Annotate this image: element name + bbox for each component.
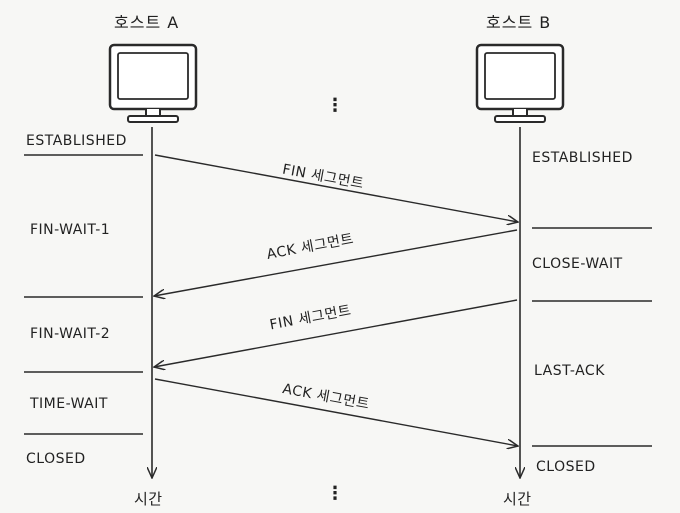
fin-arrow-a-to-b [154,154,518,222]
host-a-time-label: 시간 [134,490,163,508]
ellipsis-bottom: ⋮ [326,483,344,504]
host-a-state-fin-wait-1: FIN-WAIT-1 [30,222,111,238]
host-b-monitor-icon [475,43,565,123]
host-b-time-label: 시간 [503,490,532,508]
host-a-state-fin-wait-2: FIN-WAIT-2 [30,326,111,342]
host-a-state-time-wait: TIME-WAIT [30,396,108,412]
ack-arrow-b-to-a [154,229,518,296]
host-b-title: 호스트 B [486,13,552,32]
ack-arrow-a-to-b [154,378,518,446]
host-a-state-established: ESTABLISHED [26,133,127,149]
host-b-state-last-ack: LAST-ACK [534,363,605,379]
host-b-state-established: ESTABLISHED [532,150,633,166]
host-a-title: 호스트 A [114,13,180,32]
ellipsis-top: ⋮ [326,95,344,116]
host-a-monitor-icon [108,43,198,123]
fin-arrow-b-to-a [154,299,518,367]
host-a-state-closed: CLOSED [26,451,86,467]
host-b-state-close-wait: CLOSE-WAIT [532,256,623,272]
host-b-state-closed: CLOSED [536,459,596,475]
